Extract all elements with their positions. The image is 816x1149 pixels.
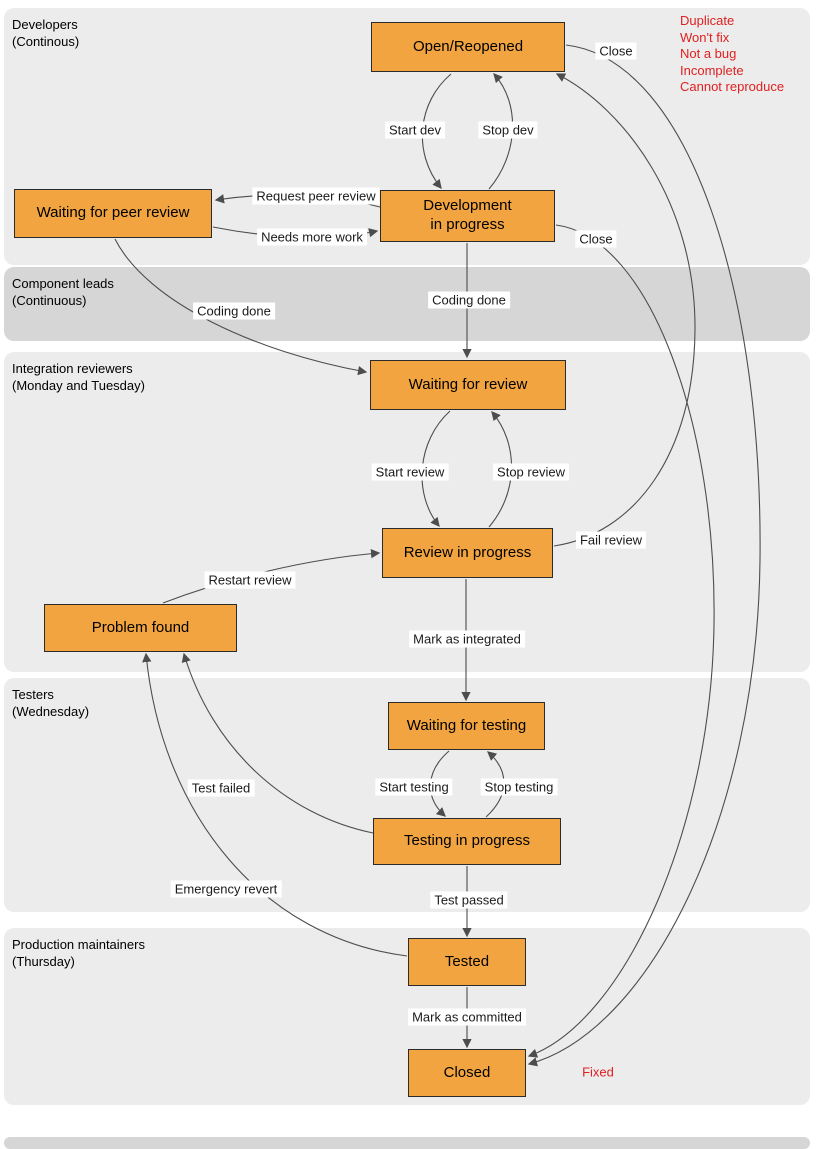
lane-title-line2: (Thursday)	[12, 954, 75, 969]
label-fixed-resolution: Fixed	[582, 1064, 614, 1080]
lane-title-line2: (Monday and Tuesday)	[12, 378, 145, 393]
lane-title-line1: Testers	[12, 687, 54, 702]
state-problem-found: Problem found	[44, 604, 237, 652]
state-waiting-for-review: Waiting for review	[370, 360, 566, 410]
label-start-testing: Start testing	[375, 778, 453, 796]
lane-title-line1: Production maintainers	[12, 937, 145, 952]
edge-restart-review	[162, 549, 381, 604]
label-fail-review: Fail review	[575, 531, 647, 549]
lane-title-line1: Developers	[12, 17, 78, 32]
label-stop-review: Stop review	[493, 463, 569, 481]
lane-testers-title: Testers (Wednesday)	[12, 686, 89, 720]
lane-component-leads-title: Component leads (Continuous)	[12, 275, 114, 309]
state-review-in-progress: Review in progress	[382, 528, 553, 578]
state-waiting-for-testing: Waiting for testing	[388, 702, 545, 750]
lane-title-line1: Component leads	[12, 276, 114, 291]
resolution-item: Not a bug	[680, 46, 737, 61]
edge-fail-review	[553, 73, 696, 547]
resolution-item: Duplicate	[680, 13, 735, 28]
state-waiting-for-peer-review: Waiting for peer review	[14, 189, 212, 238]
state-testing-in-progress: Testing in progress	[373, 818, 561, 865]
lane-component-leads: Component leads (Continuous)	[4, 267, 810, 341]
label-coding-done-from-peer-review: Coding done	[193, 302, 275, 320]
edge-close-from-development	[527, 224, 715, 1058]
label-stop-testing: Stop testing	[480, 778, 558, 796]
label-start-dev: Start dev	[384, 121, 446, 139]
state-open-reopened: Open/Reopened	[371, 22, 565, 72]
resolution-item: Incomplete	[680, 62, 744, 78]
resolution-item: Cannot reproduce	[680, 79, 785, 94]
edge-emergency-revert	[142, 652, 408, 957]
lane-title-line2: (Continous)	[12, 34, 80, 49]
label-coding-done-from-development: Coding done	[428, 291, 510, 309]
lane-developers-title: Developers (Continous)	[12, 16, 79, 50]
label-close-from-open: Close	[595, 42, 637, 60]
lane-partial-bottom	[4, 1137, 810, 1149]
edge-close-from-open	[527, 44, 761, 1067]
label-needs-more-work: Needs more work	[257, 228, 367, 246]
lane-title-line2: (Continuous)	[12, 293, 87, 308]
label-test-passed: Test passed	[430, 891, 508, 909]
edge-coding-done-from-peer-review	[114, 238, 368, 376]
label-test-failed: Test failed	[187, 779, 255, 797]
close-resolutions-list: Duplicate Won't fix Not a bug Incomplete…	[680, 13, 784, 96]
lane-title-line2: (Wednesday)	[12, 704, 90, 719]
edge-test-failed	[181, 652, 374, 834]
label-stop-dev: Stop dev	[478, 121, 538, 139]
label-emergency-revert: Emergency revert	[170, 880, 282, 898]
lane-production-maintainers: Production maintainers (Thursday)	[4, 928, 810, 1105]
lane-integration-reviewers-title: Integration reviewers (Monday and Tuesda…	[12, 360, 145, 394]
resolution-item: Won't fix	[680, 29, 730, 45]
state-development-in-progress: Development in progress	[380, 190, 555, 242]
label-restart-review: Restart review	[204, 571, 296, 589]
label-mark-as-committed: Mark as committed	[408, 1008, 526, 1026]
lane-production-maintainers-title: Production maintainers (Thursday)	[12, 936, 145, 970]
state-tested: Tested	[408, 938, 526, 986]
label-close-from-development: Close	[575, 230, 617, 248]
lane-title-line1: Integration reviewers	[12, 361, 133, 376]
label-start-review: Start review	[371, 463, 449, 481]
state-closed: Closed	[408, 1049, 526, 1097]
label-request-peer-review: Request peer review	[252, 187, 380, 205]
label-mark-as-integrated: Mark as integrated	[409, 630, 525, 648]
